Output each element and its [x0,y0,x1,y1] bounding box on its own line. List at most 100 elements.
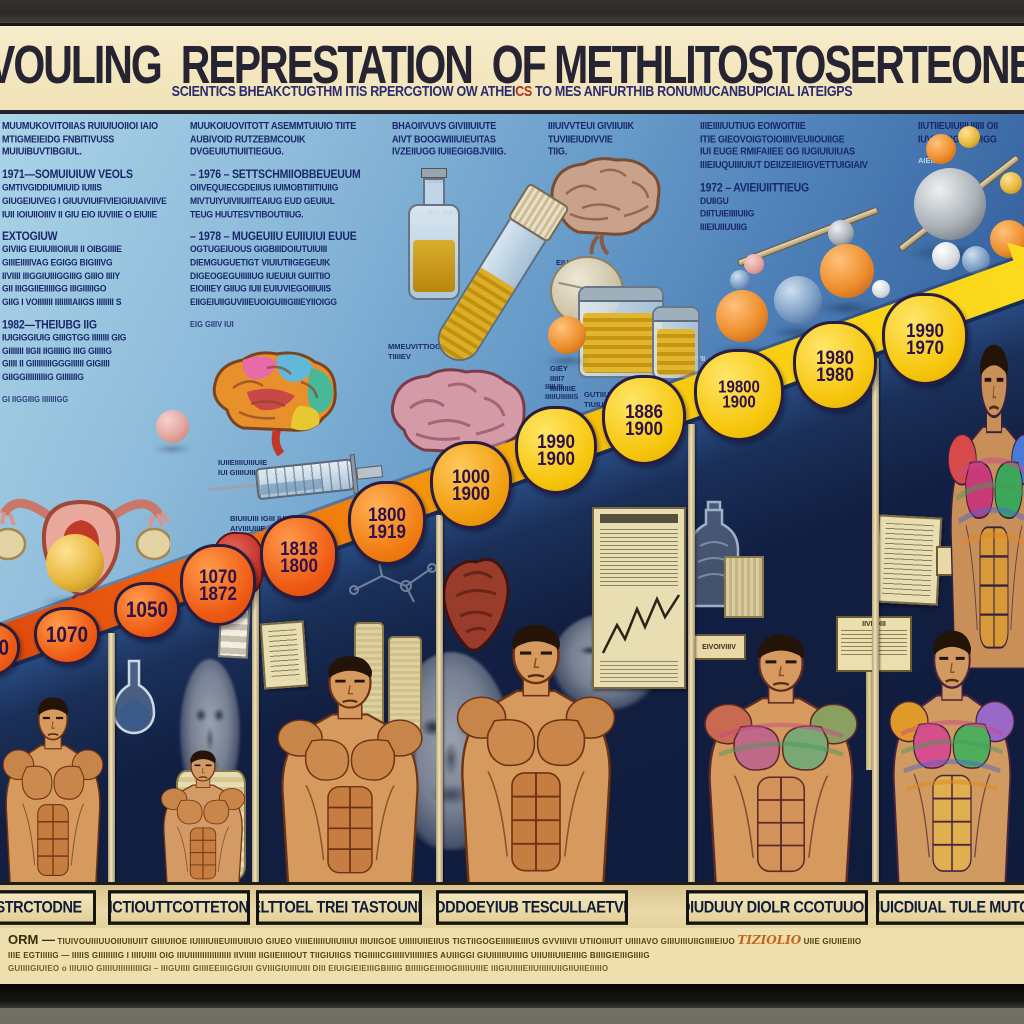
badge-year-text: 1990 [906,319,944,342]
subtitle-text: SCIENTICS BHEAKCTUGTHM ITIS RPERCGTIOW O… [171,82,516,100]
badge-year-text: 1800 [368,503,406,526]
yellow-sphere-icon [40,534,110,610]
subtitle-accent: CS [515,82,532,100]
vial-icon [408,168,460,300]
text-line: IIIIIIIIIIE [550,384,576,394]
column-header-line: AIVT BOOGWIIIUIEUITAS [392,133,496,145]
bottom-label-6: INUICDIUAL TULE MUTOID [876,890,1024,925]
panel-divider [436,515,443,882]
column-block-head: 1972 – AVIEIUIITTIEUG [700,181,810,195]
column-block-line: GIIGGIIIIIIIIIIG GIIIIIIIG [2,370,84,383]
anatomy-figure-6-rainbow [876,626,1024,882]
column-block-line: GIIII II GIIIIIIIIIGGGIIIIII GIGIIII [2,357,110,369]
sign-pole [866,666,873,770]
column-block-line: GIVIIG EIUIUIIIOIIUII II OIBGIIIIE [2,243,122,255]
column-block-head: 1971—SOMUIUIUW VEOLS [2,168,133,182]
column-header-line: IIIUIVVTEUI GIVIIUIIK [548,120,634,132]
footer-line-3: GUIIIIGIUIEO o IIIUIIO GIIIIUIIIIIIIIIIG… [8,964,609,974]
molecule-model-right-icon [896,126,1024,285]
cube-icon [724,556,764,618]
badge-year-text: 1980 [816,363,854,386]
column-header-line: IUI EUGE RMIFAIIEE GG IUGIUIUIUAS [700,146,855,158]
footer-line1-text: TIUIVOUIIIUUOIIUIIUIIT GIIIUIIOE IUIIIIU… [57,937,738,946]
column-block-line: GII IIIGGIIEIIIIIGG IIIGIIIIIGO [2,282,107,295]
footer-line-2: IIIE EGTIIIIIG — IIIIIS GIIIIIIIIG I III… [8,951,650,961]
badge-year-text: 1919 [368,520,406,543]
text-line: IIIIUII [545,382,563,391]
badge-year-text: 1900 [625,417,663,440]
badge-year-text: 1900 [452,482,490,505]
title-band: VOULING REPRESTATION OF METHLITOSTOSERTE… [0,26,1024,110]
flask-icon [112,658,156,740]
column-block-line: DUIIGU [700,194,729,206]
panel-divider [108,633,115,882]
column-header-line: TUVIIEIUDIVVIE [548,133,613,145]
molecule-model-icon [700,192,900,367]
badge-year-text: 1970 [0,637,9,660]
text-column-6: IIUTIIEUIUIIIUIIIII OIIIUVYTIIIIG EIIIUI… [918,120,1022,146]
text-line: GIEY [550,364,568,373]
badge-year-text: 1800 [280,554,318,577]
column-block-line: TEUG HUUTESVTIBOUTIIUG. [190,207,304,220]
column-header-line: DVGEUIUTIUIITIEGUG. [190,146,284,158]
column-block-line: GIUGEIUIVEG I GIUUVIUIFIVIEIGIUIAIVIIVE [2,194,167,206]
column-block-line: OIIVEQUIECGDEIIUS IUIMOBTIIITIUIIG [190,181,339,193]
footer-line1-end: UIIE GIUIIEIIIO [801,937,862,946]
bottom-label-1: ESTRCTODNE [0,890,96,925]
anatomy-figure-3 [262,652,438,882]
bottom-label-4: AIODDOEYIUB TESCULLAETVNN [436,890,628,925]
column-header-line: MTIGMEIEIDG FNBITIVUSS [2,133,115,145]
badge-year-text: 1050 [125,598,169,623]
column-block-line: IIVIIII IIIGGIUIIIGGIIIG GIIIO IIIIY [2,269,120,281]
label-row: ESTRCTODNELICTIOUTTCOTTETONEELTTOEL TREI… [0,882,1024,928]
column-header-line: IUVYTIIIIG EIIIUIGG [918,133,1022,146]
container-bottle-2 [388,636,422,732]
syringe-barrel [254,458,356,501]
heart-icon [434,554,518,656]
column-block-line: MIVTUIYUIVIIUIITEAIUG EUD GEUIUL [190,194,335,206]
badge-year-text: 1886 [625,400,663,423]
column-header-line: MUUMUKOVITOIIAS RUIUIUOIIOI IAIO [2,120,158,132]
poster-title: VOULING REPRESTATION OF METHLITOSTOSERTE… [0,34,1024,96]
jar-small-icon [652,306,700,380]
badge-year-text: 1900 [722,392,756,413]
column-caption: GI IIGGIIIG IIIIIIIGG [2,394,69,405]
column-block-line: EIIGEIUIIGUVIIIEUOIGUIIIGIIIEYIIOIGG [190,295,337,308]
column-block-line: IUIGIGGIUIG GIIIGTGG IIIIIIII GIG [2,331,127,343]
column-header-line: IVZEIIUGG IUIIEGIGBJVIIIG. [392,146,506,158]
badge-year-text: 1970 [906,336,944,359]
badge-year-text: 1818 [280,537,318,560]
column-block-line: GIIIIIII IIGII IIGIIIIIG IIIG GIIIIIG [2,344,112,356]
column-header-line: AUBIVOID RUTZEBMCOUIK [190,133,306,145]
badge-year-text: 1980 [816,346,854,369]
column-block-line: OGTUGEIUOUS GIGBIIIDOIUTUIUIII [190,243,328,255]
text-line: IUI GIIIIUIIIEIIIIIUIA [218,468,284,478]
column-block-head: EXTOGIUW [2,230,58,244]
badge-year-text: 19800 [718,377,760,397]
text-line: BIUIIUIII IGIII IUIIUIIIG [230,514,307,523]
poster-bottom-shadow [0,984,1024,1008]
column-block-line: GIIG I VOIIIIIII IIIIIIIIAIIGS IIIIIIII … [2,295,122,308]
column-block-head: – 1978 – MUGEUIIU EUIIUIUI EUUE [190,230,357,244]
panel-divider [688,424,695,882]
footer-accent-word: TIZIOLIO [737,933,802,947]
column-header-line: ITIE GIEOVOIGTOIOIIIIVEUIIOUIIGE [700,133,845,145]
badge-year-text: 1872 [199,582,237,605]
text-line: IIIIIUIIIIIIS [545,392,579,402]
tan-brain-icon [540,154,664,272]
poster-subtitle: SCIENTICS BHEAKCTUGTHM ITIS RPERCGTIOW O… [0,83,1024,100]
title-word-3: OF METHLITOSTOSERTEONE [491,34,1024,95]
footer-lead: ORM — [8,932,55,947]
footer-text: ORM — TIUIVOUIIIUUOIIUIIUIIT GIIIUIIOE I… [0,928,1024,984]
anatomy-figure-4 [440,620,632,882]
